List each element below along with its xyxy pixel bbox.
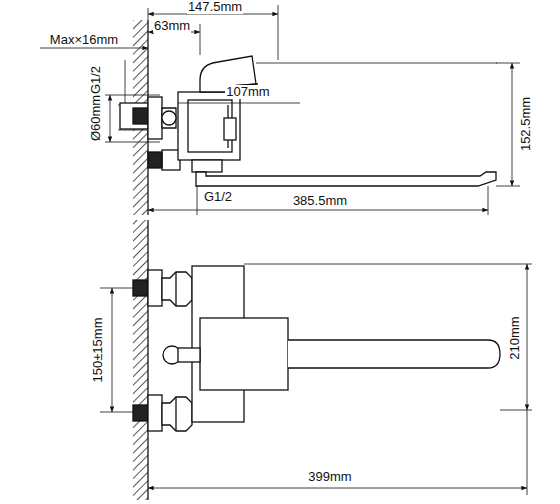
dimension-label: 107mm bbox=[225, 85, 270, 99]
dimension-label: 385.5mm bbox=[292, 194, 348, 208]
dimension-label: 152.5mm bbox=[519, 96, 533, 152]
dimension-label: Max×16mm bbox=[49, 33, 119, 47]
dimension-label: G1/2 bbox=[203, 190, 233, 204]
dimension-label: 63mm bbox=[153, 19, 191, 33]
dimension-label: 399mm bbox=[307, 470, 352, 484]
dimension-label: 147.5mm bbox=[187, 0, 243, 14]
dimension-label: Ø60mm bbox=[89, 94, 103, 142]
dimension-label: 210mm bbox=[508, 315, 522, 360]
dimension-label: G1/2 bbox=[89, 65, 103, 95]
dimension-label: 150±15mm bbox=[91, 317, 105, 384]
